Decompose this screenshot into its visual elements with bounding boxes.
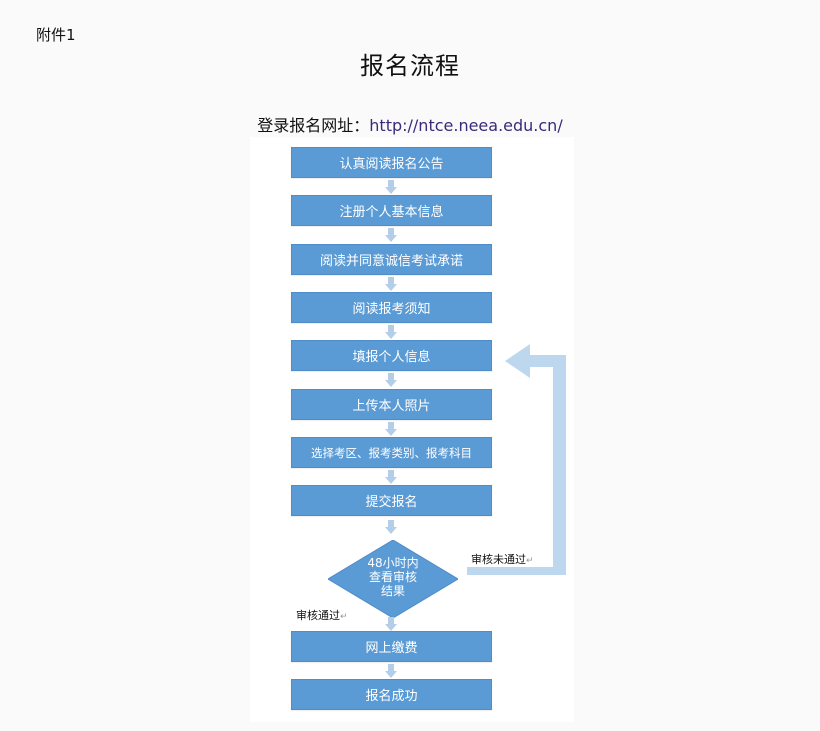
review-passed-label: 审核通过↵ (296, 609, 348, 622)
flow-arrow-icon (385, 617, 397, 631)
page-title: 报名流程 (360, 52, 460, 80)
step-online-payment: 网上缴费 (291, 631, 492, 662)
login-url-prefix: 登录报名网址： (257, 116, 370, 135)
step-upload-photo: 上传本人照片 (291, 389, 492, 420)
step-fill-personal-info: 填报个人信息 (291, 340, 492, 371)
step-read-announcement: 认真阅读报名公告 (291, 147, 492, 178)
review-decision-text: 48小时内 查看审核 结果 (328, 556, 458, 598)
flowchart-panel (250, 137, 574, 722)
flow-arrow-icon (385, 520, 397, 534)
flow-arrow-icon (385, 180, 397, 194)
loop-path (467, 344, 566, 575)
attachment-label: 附件1 (36, 26, 76, 44)
flow-arrow-icon (385, 325, 397, 339)
step-submit: 提交报名 (291, 485, 492, 516)
step-registration-success: 报名成功 (291, 679, 492, 710)
flow-arrow-icon (385, 470, 397, 484)
step-select-options: 选择考区、报考类别、报考科目 (291, 437, 492, 468)
step-read-notice: 阅读报考须知 (291, 292, 492, 323)
review-decision-diamond (328, 540, 458, 618)
decision-line-3: 结果 (380, 584, 405, 598)
decision-line-1: 48小时内 (367, 556, 419, 570)
step-integrity-pledge: 阅读并同意诚信考试承诺 (291, 244, 492, 275)
decision-line-2: 查看审核 (368, 570, 417, 584)
login-url-link[interactable]: http://ntce.neea.edu.cn/ (369, 116, 563, 135)
flow-arrow-icon (385, 664, 397, 678)
flow-arrow-icon (385, 373, 397, 387)
step-register-info: 注册个人基本信息 (291, 195, 492, 226)
flow-arrow-icon (385, 228, 397, 242)
review-failed-label: 审核未通过↵ (471, 553, 534, 566)
login-url-line: 登录报名网址：http://ntce.neea.edu.cn/ (0, 112, 820, 136)
flow-arrow-icon (385, 422, 397, 436)
flow-arrow-icon (385, 277, 397, 291)
